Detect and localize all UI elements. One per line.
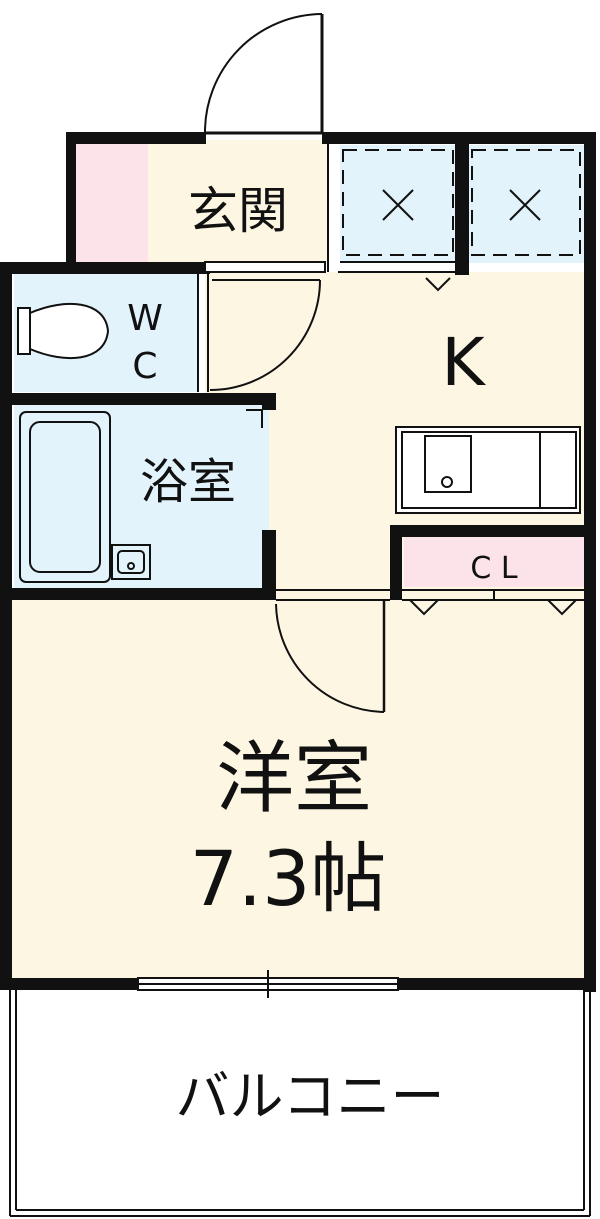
wash-basin-icon bbox=[111, 544, 151, 580]
entrance-door-swing bbox=[203, 13, 323, 134]
balcony-outline bbox=[9, 990, 591, 1217]
kitchen-counter-icon bbox=[395, 426, 581, 514]
western-room-floor bbox=[10, 595, 588, 980]
room-door-swing bbox=[275, 603, 385, 713]
bath-floor bbox=[14, 405, 269, 590]
storage-right-icon bbox=[471, 149, 581, 256]
shoe-cabinet bbox=[74, 140, 148, 265]
entrance-floor bbox=[148, 140, 328, 265]
bath-label: 浴室 bbox=[140, 454, 236, 510]
wc-label-c: C bbox=[132, 346, 157, 387]
balcony-label: バルコニー bbox=[176, 1065, 445, 1128]
closet-label: C L bbox=[470, 551, 517, 586]
bathtub-icon bbox=[19, 411, 111, 583]
wc-label-w: W bbox=[127, 298, 163, 339]
western-room-label: 洋室 bbox=[216, 734, 372, 824]
closet-floor bbox=[404, 537, 584, 587]
western-room-size: 7.3帖 bbox=[190, 834, 387, 923]
storage-left-icon bbox=[342, 149, 454, 256]
walls bbox=[0, 132, 596, 992]
toilet-icon bbox=[17, 302, 110, 360]
kitchen-label: K bbox=[441, 324, 486, 401]
balcony-window bbox=[137, 970, 399, 998]
wc-door-swing bbox=[209, 279, 321, 391]
entrance-label: 玄関 bbox=[188, 182, 288, 240]
